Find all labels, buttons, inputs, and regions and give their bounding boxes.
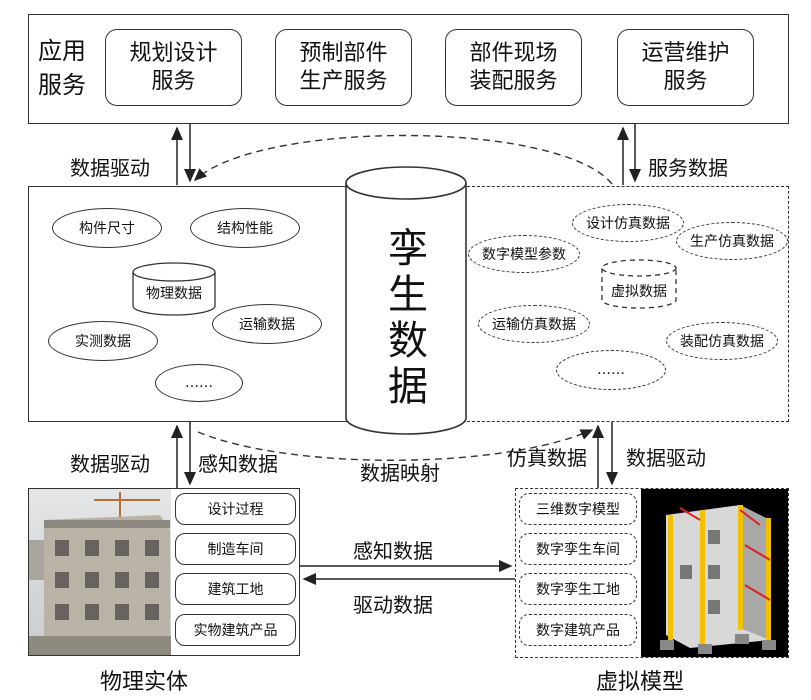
virtual-model-label: 虚拟模型 [596,670,685,695]
ellipse-structural-performance: 结构性能 [190,208,300,248]
ellipse-design-sim: 设计仿真数据 [572,204,684,242]
app-services-label: 应用 服务 [38,37,86,99]
physical-item-design-process: 设计过程 [175,493,296,525]
twin-data-title: 孪生数据 [388,226,428,410]
label-simulation-data: 仿真数据 [507,446,587,470]
ellipse-model-params: 数字模型参数 [468,235,580,273]
label-data-drive-bottom-right: 数据驱动 [626,446,706,470]
service-operation-maintenance: 运营维护 服务 [617,29,754,106]
service-planning-design: 规划设计 服务 [105,29,242,106]
ellipse-production-sim: 生产仿真数据 [676,222,788,260]
label-perception-mid: 感知数据 [353,539,433,563]
physical-entity-label: 物理实体 [100,670,189,695]
label-data-drive-top: 数据驱动 [70,156,150,180]
physical-item-building-product: 实物建筑产品 [175,614,296,646]
ellipse-assembly-sim: 装配仿真数据 [666,322,778,360]
label-data-mapping: 数据映射 [360,461,440,485]
virtual-item-twin-factory: 数字孪生车间 [519,533,637,565]
ellipse-component-size: 构件尺寸 [52,208,162,248]
service-onsite-assembly: 部件现场 装配服务 [445,29,582,106]
physical-data-db-label: 物理数据 [146,286,202,302]
physical-item-factory: 制造车间 [175,533,296,565]
service-prefab-production: 预制部件 生产服务 [275,29,412,106]
virtual-item-digital-building: 数字建筑产品 [519,614,637,646]
virtual-data-db-label: 虚拟数据 [611,284,667,300]
label-drive-mid: 驱动数据 [353,593,433,617]
virtual-item-twin-site: 数字孪生工地 [519,573,637,605]
ellipse-transport-data: 运输数据 [212,304,322,344]
ellipse-virtual-ellipsis: …… [556,350,666,390]
ellipse-physical-ellipsis: …… [155,364,243,402]
label-data-drive-bottom-left: 数据驱动 [70,452,150,476]
ellipse-transport-sim: 运输仿真数据 [478,305,590,343]
ellipse-measured-data: 实测数据 [48,321,158,361]
label-perception-left: 感知数据 [198,452,278,476]
virtual-item-3d-model: 三维数字模型 [519,493,637,525]
physical-item-construction-site: 建筑工地 [175,573,296,605]
label-service-data: 服务数据 [648,156,728,180]
